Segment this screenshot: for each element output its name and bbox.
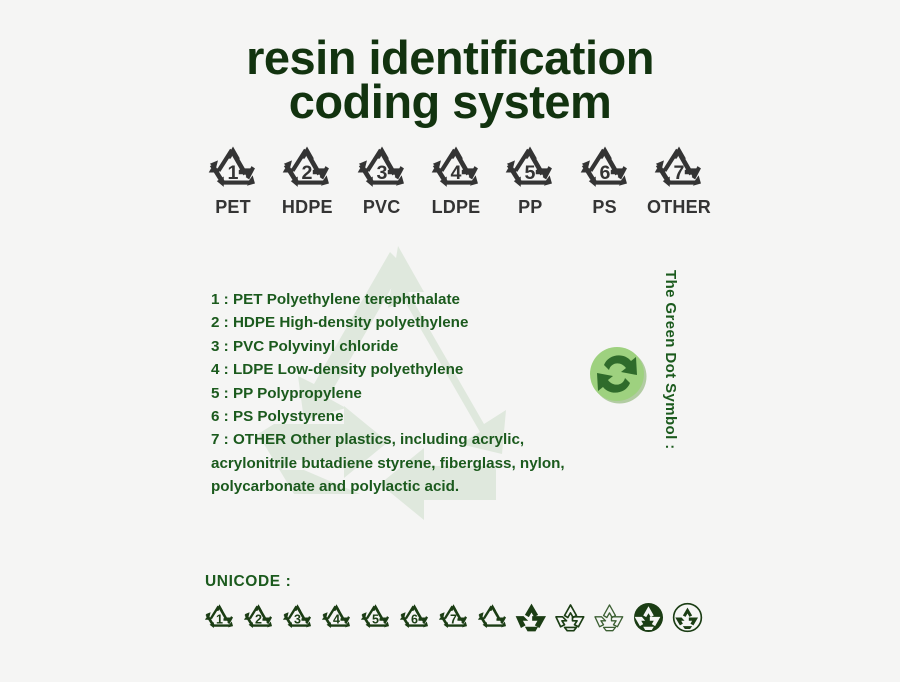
recycling-symbol-type-3-pvc-icon: 3 — [282, 604, 312, 629]
resin-code-label-3: PVC — [362, 197, 401, 217]
legend-line-3: 3 : PVC Polyvinyl chloride — [211, 337, 399, 355]
unicode-glyph-number-5: 5 — [372, 612, 379, 626]
legend-line-7: 7 : OTHER Other plastics, including acry… — [211, 431, 565, 496]
resin-legend-list: 1 : PET Polyethylene terephthalate 2 : H… — [211, 288, 611, 499]
legend-line-4: 4 : LDPE Low-density polyethylene — [211, 361, 464, 379]
resin-code-label-6: PS — [592, 197, 617, 217]
green-dot-caption: The Green Dot Symbol : — [662, 270, 679, 450]
resin-code-label-1: PET — [215, 197, 251, 217]
recycling-triangle-icon-1: 1 — [208, 146, 255, 187]
unicode-glyph-number-2: 2 — [255, 612, 262, 626]
resin-code-item-5: 5 PP — [493, 143, 567, 218]
resin-code-item-1: 1 PET — [196, 143, 270, 218]
resin-code-number-3: 3 — [376, 162, 387, 184]
resin-code-label-7: OTHER — [646, 197, 711, 217]
unicode-section-label: UNICODE : — [205, 573, 292, 590]
partially-recycled-paper-symbol-icon — [594, 604, 624, 632]
recycling-symbol-type-2-hdpe-icon: 2 — [243, 604, 273, 629]
resin-code-label-2: HDPE — [281, 197, 333, 217]
recycling-symbol-type-1-pete-icon: 1 — [204, 604, 234, 629]
recycling-symbol-type-6-ps-icon: 6 — [399, 604, 429, 629]
resin-code-label-5: PP — [518, 197, 543, 217]
unicode-glyph-number-7: 7 — [450, 612, 457, 626]
resin-code-label-4: LDPE — [431, 197, 481, 217]
resin-code-number-2: 2 — [302, 162, 313, 184]
legend-line-6: 6 : PS Polystyrene — [211, 408, 344, 426]
resin-code-number-6: 6 — [599, 162, 610, 184]
resin-code-number-4: 4 — [451, 162, 462, 184]
recycling-triangle-icon-6: 6 — [580, 146, 627, 187]
universal-recycling-symbol-outline-icon — [477, 604, 507, 629]
resin-code-item-3: 3 PVC — [345, 143, 419, 218]
recycling-triangle-icon-5: 5 — [506, 146, 553, 187]
recycling-triangle-icon-3: 3 — [357, 146, 404, 187]
resin-code-number-1: 1 — [228, 162, 239, 184]
legend-line-1: 1 : PET Polyethylene terephthalate — [211, 291, 460, 308]
recycled-paper-symbol-icon — [555, 604, 585, 632]
page-title: resin identification coding system — [0, 31, 900, 128]
resin-code-number-5: 5 — [525, 162, 536, 184]
recycling-triangle-icon-4: 4 — [431, 146, 478, 187]
recycling-triangle-icon-7: 7 — [654, 146, 701, 187]
black-circled-recycling-symbol-icon — [633, 602, 664, 633]
legend-line-2: 2 : HDPE High-density polyethylene — [211, 314, 469, 332]
recycling-symbol-type-7-other-icon: 7 — [438, 604, 468, 629]
unicode-glyph-number-4: 4 — [333, 612, 340, 626]
green-dot-symbol — [588, 345, 648, 405]
circled-recycling-symbol-icon — [672, 602, 703, 633]
legend-line-5: 5 : PP Polypropylene — [211, 384, 362, 402]
resin-code-item-6: 6 PS — [568, 143, 642, 218]
recycling-symbol-type-4-ldpe-icon: 4 — [321, 604, 351, 629]
black-universal-recycling-symbol-icon — [515, 603, 547, 632]
page-title-line2: coding system — [288, 75, 612, 128]
recycling-triangle-icon-2: 2 — [283, 146, 330, 187]
unicode-glyph-row: 1 2 — [203, 601, 704, 634]
resin-code-item-2: 2 HDPE — [270, 143, 344, 218]
unicode-glyph-number-6: 6 — [411, 612, 418, 626]
resin-code-number-7: 7 — [674, 162, 685, 184]
recycling-symbol-type-5-pp-icon: 5 — [360, 604, 390, 629]
page-title-line1: resin identification — [246, 31, 654, 84]
resin-code-item-4: 4 LDPE — [419, 143, 493, 218]
resin-code-item-7: 7 OTHER — [642, 143, 716, 218]
resin-code-row: 1 PET 2 H — [196, 143, 716, 218]
unicode-glyph-number-1: 1 — [216, 612, 223, 626]
unicode-glyph-number-3: 3 — [294, 612, 301, 626]
